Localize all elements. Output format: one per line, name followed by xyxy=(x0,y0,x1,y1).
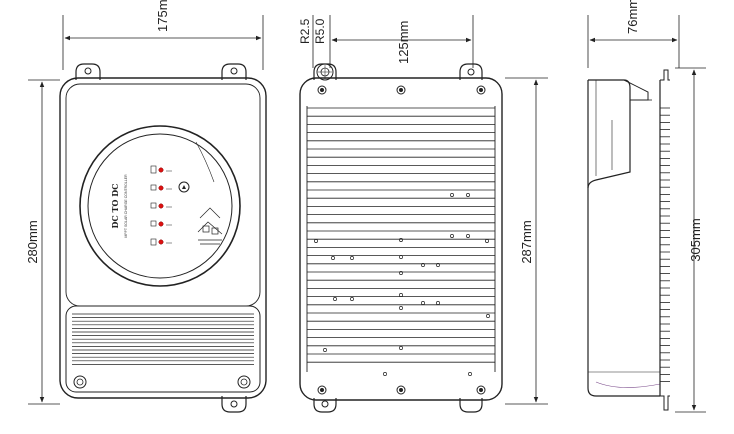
side-height-label: 305mm xyxy=(688,218,703,261)
front-tab-top-right xyxy=(221,63,247,80)
side-view xyxy=(587,15,706,413)
front-height-label: 280mm xyxy=(25,220,40,263)
back-tab-top-right xyxy=(459,63,483,80)
front-display-ring-outer xyxy=(79,125,241,287)
led-3 xyxy=(158,203,164,209)
back-tab-bottom-left xyxy=(313,398,337,413)
side-top-cap xyxy=(623,79,649,101)
side-flange-bottom xyxy=(660,395,670,411)
back-radius-small-label: R5.0 xyxy=(313,18,327,44)
front-vent-housing xyxy=(65,305,261,393)
back-tab-bottom-right xyxy=(459,398,483,413)
side-heatsink-fins xyxy=(660,107,670,383)
back-screw-top-left xyxy=(317,85,327,95)
back-screw-top-center xyxy=(396,85,406,95)
back-height-label: 287mm xyxy=(519,220,534,263)
front-width-label: 175mm xyxy=(155,0,170,32)
front-display-ring-inner xyxy=(87,133,233,279)
led-1-symbol-icon xyxy=(150,165,157,174)
front-display-reflection xyxy=(195,141,215,183)
back-fixing-holes xyxy=(314,193,490,376)
back-screw-bottom-left xyxy=(317,385,327,395)
product-subtitle: MPPT SOLAR CHARGE CONTROLLER xyxy=(124,174,128,238)
back-radius-large-label: R2.5 xyxy=(298,18,312,44)
back-screw-bottom-center xyxy=(396,385,406,395)
front-tab-hole-bottom xyxy=(230,400,238,408)
back-body-outline xyxy=(299,77,503,401)
back-tab-top-left xyxy=(313,63,337,80)
front-tab-bottom-right xyxy=(221,396,247,413)
led-5-symbol-icon xyxy=(150,238,157,246)
back-screw-bottom-right xyxy=(476,385,486,395)
led-3-symbol-icon xyxy=(150,202,157,209)
side-depth-label: 76mm xyxy=(625,0,640,34)
led-2-symbol-icon xyxy=(150,184,157,191)
led-4-symbol-icon xyxy=(150,220,157,227)
front-screw-right xyxy=(237,375,251,389)
front-body-outline xyxy=(59,77,267,399)
led-2 xyxy=(158,185,164,191)
front-tab-hole-top-left xyxy=(84,67,92,75)
front-view xyxy=(28,15,267,413)
side-flange-top xyxy=(660,69,670,81)
led-4 xyxy=(158,221,164,227)
back-width-label: 125mm xyxy=(396,21,411,64)
back-screw-top-right xyxy=(476,85,486,95)
front-tab-top-left xyxy=(75,63,101,80)
front-screw-left xyxy=(73,375,87,389)
up-arrow-icon xyxy=(182,185,186,189)
led-5 xyxy=(158,239,164,245)
back-view xyxy=(299,15,548,413)
side-body-profile xyxy=(587,79,660,397)
front-vent-slots xyxy=(72,313,254,365)
front-status-leds xyxy=(150,165,172,246)
led-1 xyxy=(158,167,164,173)
front-logo-graphic-icon xyxy=(197,207,223,245)
product-title: DC TO DC xyxy=(110,183,120,228)
front-tab-hole-top-right xyxy=(230,67,238,75)
mode-button[interactable] xyxy=(178,181,190,193)
